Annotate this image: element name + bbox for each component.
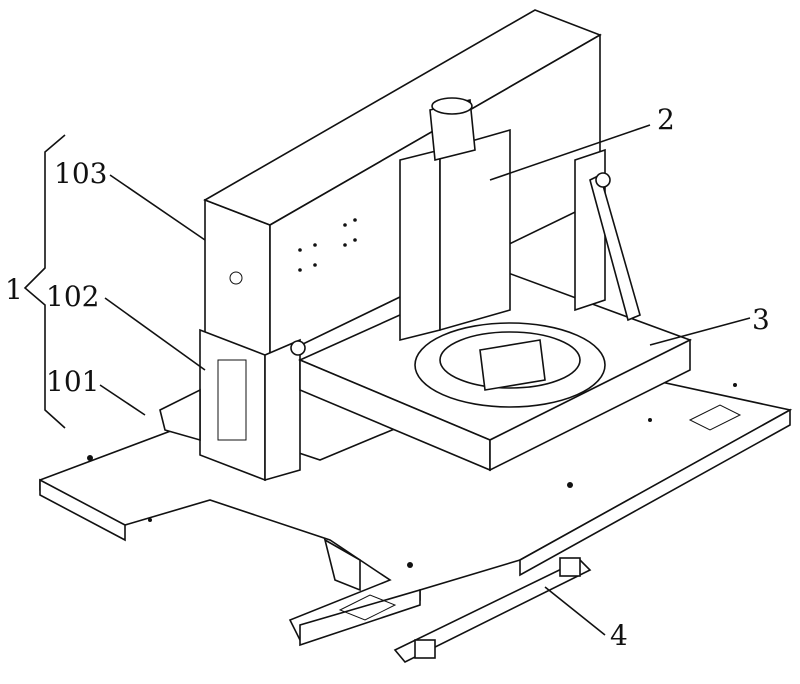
leader-4 (544, 586, 606, 636)
assembly-brace (23, 134, 66, 429)
rail-block-2 (559, 557, 581, 577)
leader-102 (104, 297, 206, 371)
rail-block-1 (414, 639, 436, 659)
label-support-frame: 102 (46, 280, 100, 313)
leader-3 (649, 317, 751, 346)
support-bracket (159, 388, 201, 442)
label-housing: 103 (54, 157, 108, 190)
base-leg (323, 538, 361, 592)
label-bottom-rail: 4 (610, 619, 628, 652)
base-plate-right-face (519, 408, 791, 577)
label-vertical-module: 2 (657, 103, 675, 136)
housing-port (229, 271, 243, 285)
base-plate-left-wing-face (39, 478, 126, 542)
column-knob (595, 172, 611, 188)
frame-knob (290, 340, 306, 356)
mounting-holes (87, 218, 737, 568)
support-frame-window (217, 359, 247, 441)
rotary-center-block (479, 339, 546, 391)
base-slot-front (338, 594, 397, 621)
bottom-rail (393, 559, 592, 663)
leader-103 (109, 174, 206, 241)
support-frame (199, 328, 266, 482)
label-assembly: 1 (5, 273, 23, 306)
support-frame-side (264, 338, 301, 482)
leader-101 (99, 384, 146, 416)
leader-2 (489, 124, 651, 181)
vertical-module-plate (439, 128, 511, 332)
base-slot-right (688, 404, 742, 431)
table-plate-side (489, 338, 691, 472)
label-rotary-table: 3 (752, 303, 770, 336)
label-base-plate: 101 (46, 365, 100, 398)
vertical-module (399, 148, 441, 342)
motor-top (431, 97, 473, 115)
